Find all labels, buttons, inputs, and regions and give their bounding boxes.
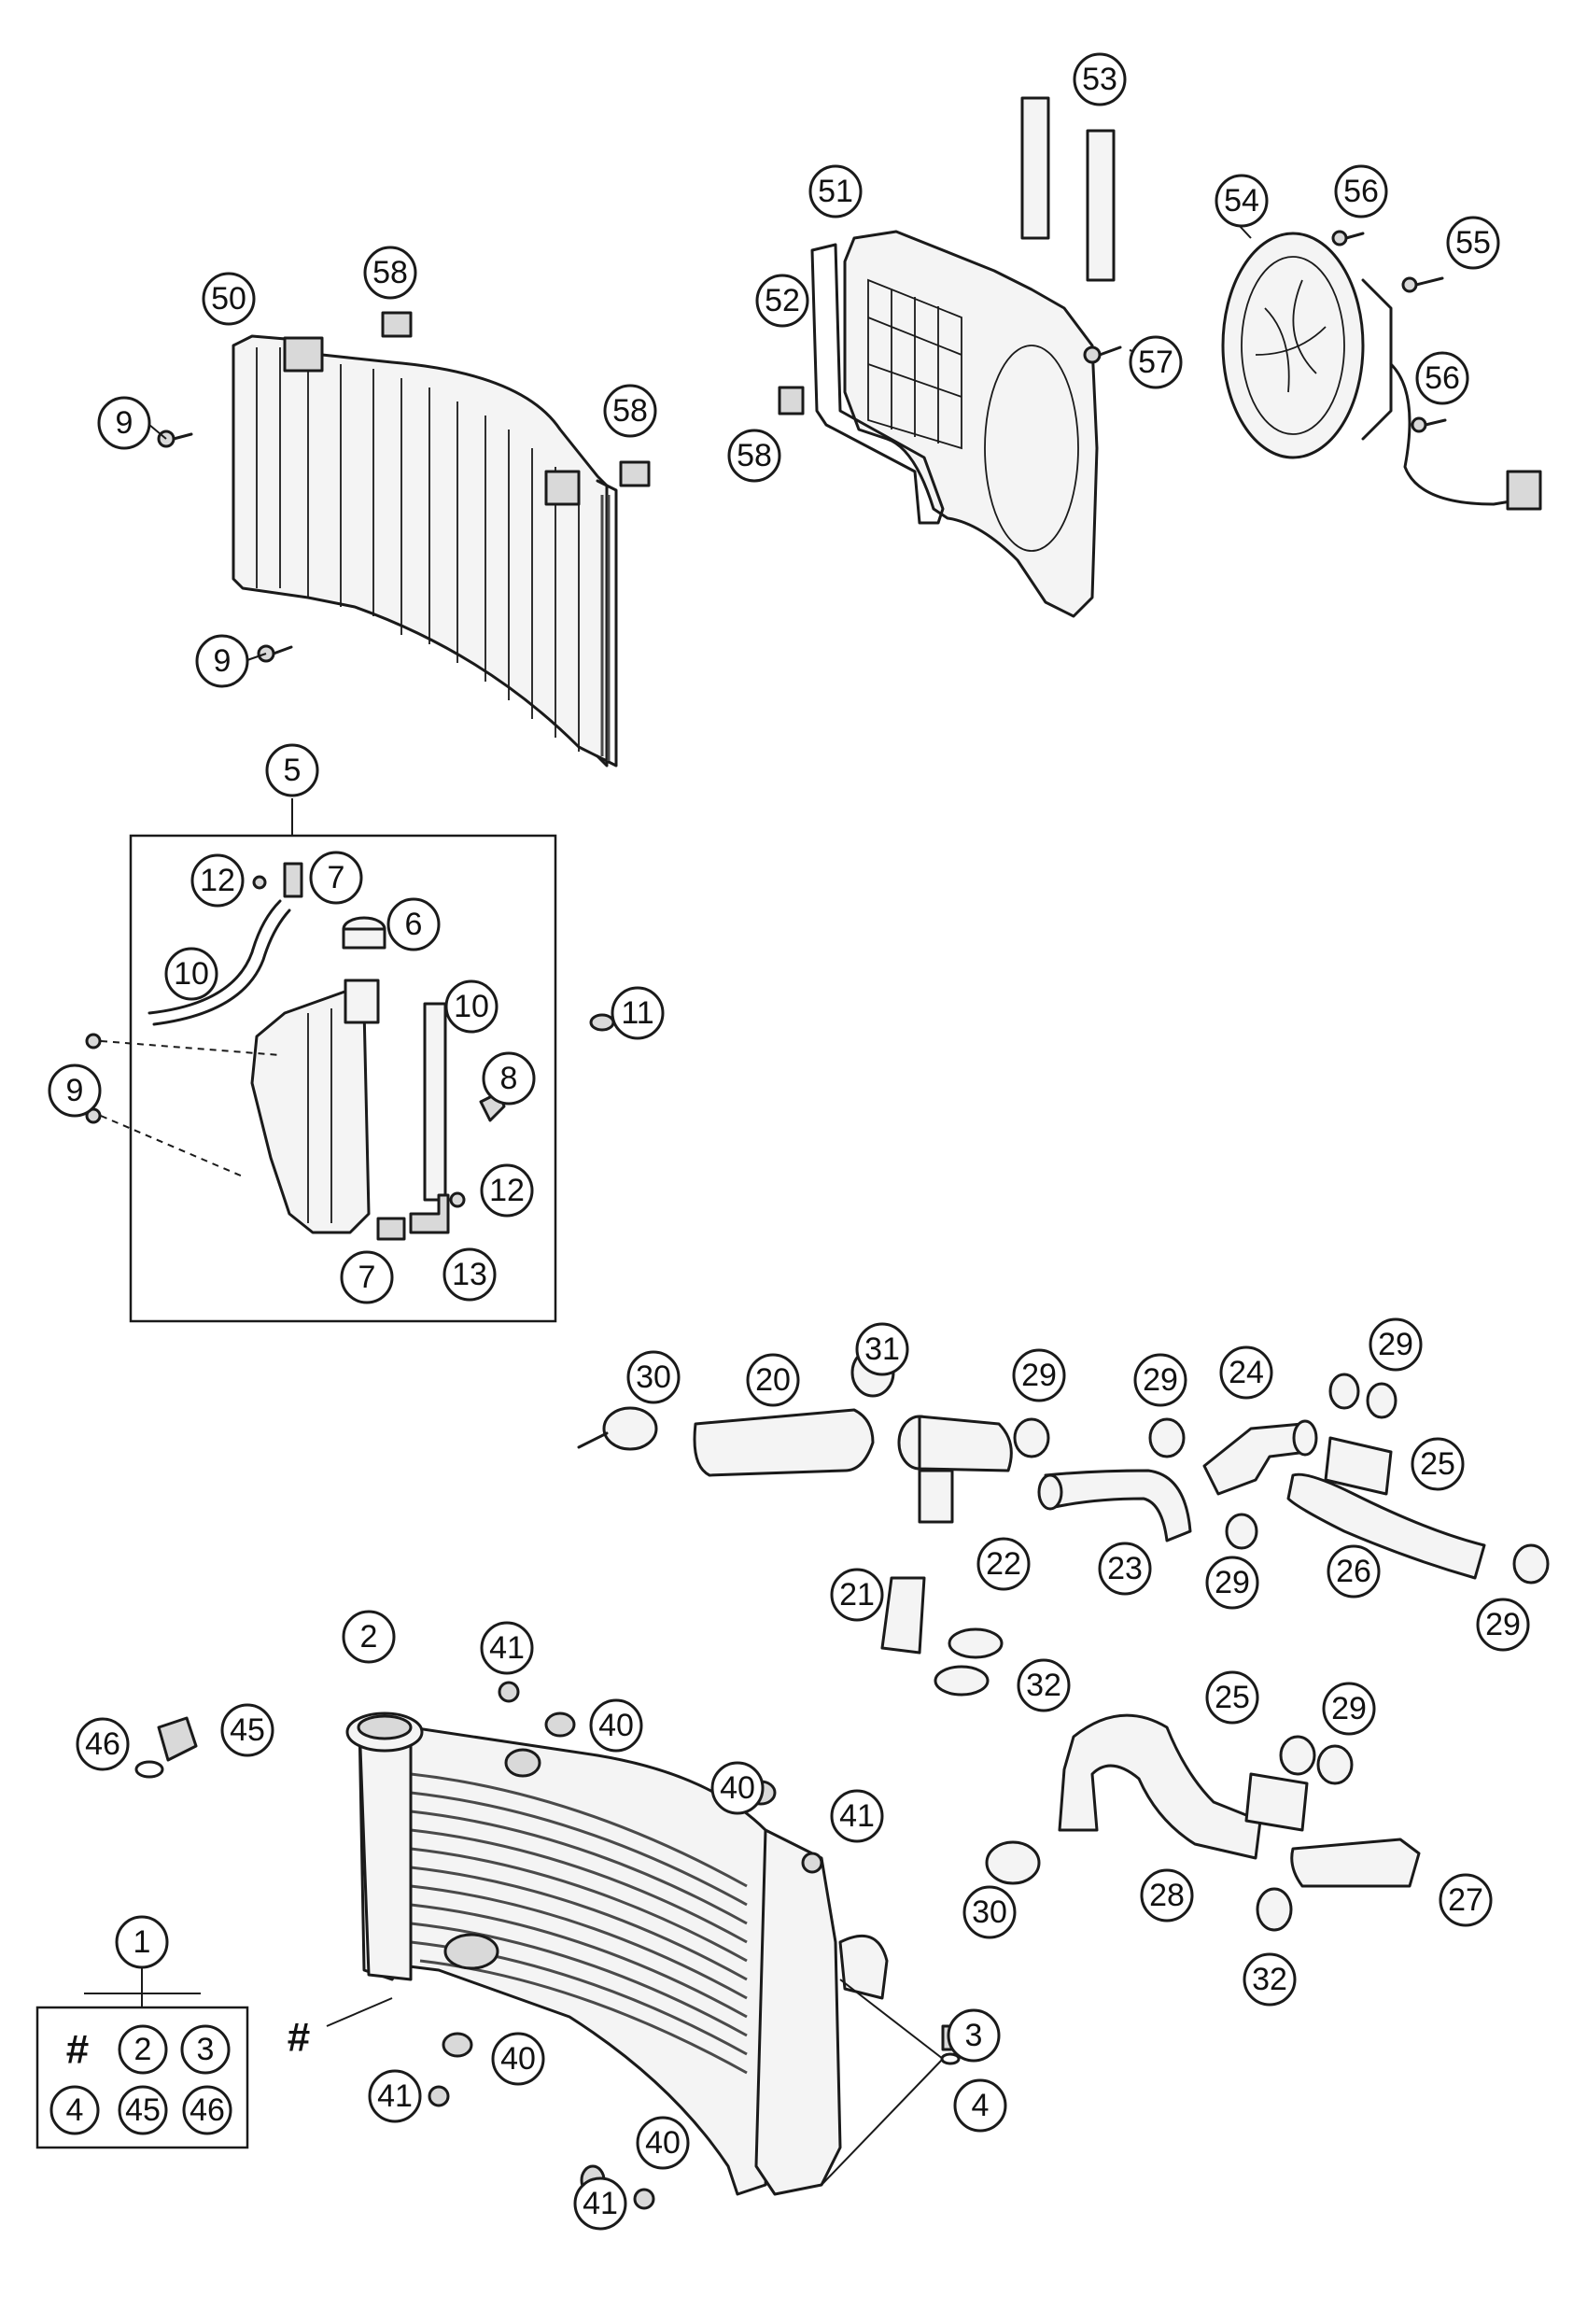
hose-clamp-31 — [850, 1347, 895, 1398]
radiator-shroud — [232, 334, 618, 768]
temp-sensor-45 — [157, 1716, 198, 1762]
tank-clip-8 — [479, 1091, 506, 1122]
hose-clamp-29e — [1512, 1543, 1550, 1585]
drain-washer-4 — [821, 1979, 961, 2186]
tank-screws-9c — [85, 1033, 281, 1177]
overflow-hose-left — [147, 899, 291, 1026]
y-connector-24 — [1202, 1419, 1318, 1496]
tank-elbow-13 — [409, 1193, 450, 1234]
fan-shroud — [843, 230, 1099, 618]
hose-27 — [1290, 1838, 1421, 1888]
fan-shroud-strip-53b — [1086, 129, 1116, 282]
fan-shroud-strip-53a — [1020, 96, 1050, 240]
hose-clamp-29c — [1328, 1373, 1397, 1419]
hose-28 — [1058, 1713, 1262, 1860]
fan-shroud-clip-58c — [778, 386, 805, 416]
hose-20 — [693, 1408, 875, 1477]
hose-23 — [1037, 1469, 1192, 1542]
fan-screw-56b — [1411, 416, 1447, 433]
tank-cap — [342, 916, 386, 950]
fan-screw-56a — [1331, 230, 1365, 246]
radiator-kit-box — [35, 2006, 249, 2149]
hose-26 — [1286, 1472, 1486, 1580]
fan-shroud-gasket — [810, 243, 945, 525]
fan-screw-55 — [1401, 276, 1444, 293]
hose-clamp-30a — [577, 1406, 658, 1451]
tank-clamp-12a — [252, 875, 267, 890]
expansion-tank — [250, 979, 380, 1234]
hose-clamp-32b — [1256, 1887, 1293, 1932]
tank-nipple-7a — [283, 862, 303, 898]
shroud-clip-58b — [619, 460, 651, 487]
hose-clamp-30b — [985, 1840, 1041, 1885]
shroud-clip-58a — [381, 311, 413, 338]
tank-grommet-11 — [589, 1013, 615, 1032]
drain-plug-3 — [941, 2024, 962, 2051]
hose-21 — [880, 1576, 926, 1655]
hose-clamp-29f — [1279, 1735, 1354, 1785]
hose-clamp-29b — [1148, 1417, 1186, 1458]
tank-clamp-12b — [449, 1191, 466, 1208]
expansion-tank-group-box — [129, 834, 557, 1323]
overflow-hose-right — [423, 1002, 447, 1202]
thermostat-housing-22 — [897, 1415, 1013, 1524]
hose-clamp-29a — [1013, 1417, 1050, 1458]
cooling-fan — [1221, 232, 1542, 511]
sensor-seal-46 — [134, 1760, 164, 1779]
hose-25b — [1244, 1772, 1309, 1832]
tank-nipple-7b — [376, 1217, 406, 1241]
radiator-cap-2 — [357, 1714, 413, 1740]
radiator — [345, 1711, 889, 2196]
shroud-screw-9a — [157, 430, 193, 448]
hose-25a — [1324, 1436, 1393, 1496]
fan-shroud-screw-57 — [1083, 345, 1122, 364]
hose-clamp-29d — [1225, 1513, 1258, 1550]
hose-clamp-32a — [934, 1627, 1004, 1697]
